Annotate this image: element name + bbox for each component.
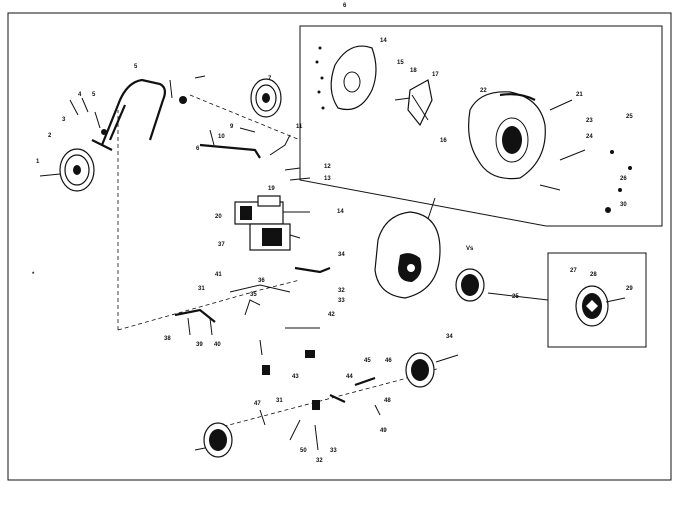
label-part-wheel-right: 34 xyxy=(446,334,453,340)
label-part-41: 41 xyxy=(215,272,222,278)
label-part-38: 38 xyxy=(164,336,171,342)
housing-cover xyxy=(330,45,377,111)
label-part-1: 1 xyxy=(36,159,40,165)
label-part-33: 33 xyxy=(338,298,345,304)
bracket-assembly xyxy=(199,127,311,181)
wheel-main xyxy=(455,268,485,302)
engine xyxy=(234,195,310,251)
label-part-48: 48 xyxy=(384,398,391,404)
label-part-21: 21 xyxy=(576,92,583,98)
label-part-30: 30 xyxy=(620,202,627,208)
lower-hardware xyxy=(259,394,381,451)
label-part-16: 16 xyxy=(440,138,447,144)
frame-linkage xyxy=(174,266,376,387)
label-part-18: 18 xyxy=(410,68,417,74)
label-part-7: 7 xyxy=(268,76,272,82)
label-part-2: 2 xyxy=(48,133,52,139)
upper-left-hardware xyxy=(69,75,206,135)
diagram-frame xyxy=(7,12,672,481)
label-part-9: 9 xyxy=(230,124,234,130)
label-part-handle: 5 xyxy=(134,64,138,70)
leader-inset-wheel xyxy=(487,292,549,301)
label-part-34: 34 xyxy=(338,252,345,258)
guide-line-main xyxy=(117,279,301,331)
label-part-25: 25 xyxy=(626,114,633,120)
label-part-wheel: 25 xyxy=(512,294,519,300)
label-part-19: 19 xyxy=(268,186,275,192)
stray-mark-left: * xyxy=(32,272,35,278)
handle xyxy=(100,78,167,146)
label-part-4: 4 xyxy=(78,92,82,98)
guide-line-lower xyxy=(209,367,441,431)
label-part-14b: 14 xyxy=(380,38,387,44)
label-part-36: 36 xyxy=(258,278,265,284)
label-part-6: 6 xyxy=(196,146,200,152)
label-part-45: 45 xyxy=(364,358,371,364)
label-part-23: 23 xyxy=(586,118,593,124)
label-part-39: 39 xyxy=(196,342,203,348)
label-part-37: 37 xyxy=(218,242,225,248)
label-part-28: 28 xyxy=(590,272,597,278)
label-part-24: 24 xyxy=(586,134,593,140)
scroll-hardware xyxy=(539,99,632,213)
wheel-lower-left xyxy=(194,422,233,458)
label-part-44: 44 xyxy=(346,374,353,380)
blower-housing xyxy=(374,211,441,299)
label-part-5: 5 xyxy=(92,92,96,98)
label-part-cap-right: 33 xyxy=(330,448,337,454)
label-part-10: 10 xyxy=(218,134,225,140)
label-part-47: 47 xyxy=(254,401,261,407)
fan xyxy=(394,79,433,127)
label-part-29: 29 xyxy=(626,286,633,292)
label-part-20: 20 xyxy=(215,214,222,220)
label-part-26: 26 xyxy=(620,176,627,182)
label-part-46: 46 xyxy=(385,358,392,364)
label-part-3: 3 xyxy=(62,117,66,123)
wheel-lower-right xyxy=(405,352,459,388)
label-part-40: 40 xyxy=(214,342,221,348)
label-part-43: 43 xyxy=(292,374,299,380)
page-marker: 6 xyxy=(343,3,347,9)
label-part-22: 22 xyxy=(480,88,487,94)
label-part-12: 12 xyxy=(324,164,331,170)
label-part-31: 31 xyxy=(198,286,205,292)
label-part-15: 15 xyxy=(397,60,404,66)
inset-dots xyxy=(315,46,325,110)
label-part-cap-mid: 32 xyxy=(316,458,323,464)
label-part-32: 32 xyxy=(338,288,345,294)
label-part-35: 35 xyxy=(250,292,257,298)
scroll-housing xyxy=(468,91,546,180)
label-part-49: 49 xyxy=(380,428,387,434)
top-pulley xyxy=(250,78,282,118)
guide-line-top xyxy=(189,94,301,141)
label-part-50: 50 xyxy=(300,448,307,454)
label-part-11: 11 xyxy=(296,124,303,130)
wheel-detail xyxy=(575,285,626,327)
belt-pulley-left xyxy=(39,148,95,192)
label-part-27: 27 xyxy=(570,268,577,274)
inset-box-top xyxy=(299,25,663,227)
stray-mark-center: Vs xyxy=(466,246,474,252)
label-part-13: 13 xyxy=(324,176,331,182)
label-part-14: 14 xyxy=(337,209,344,215)
label-part-cap-left: 31 xyxy=(276,398,283,404)
label-part-42: 42 xyxy=(328,312,335,318)
label-part-17: 17 xyxy=(432,72,439,78)
